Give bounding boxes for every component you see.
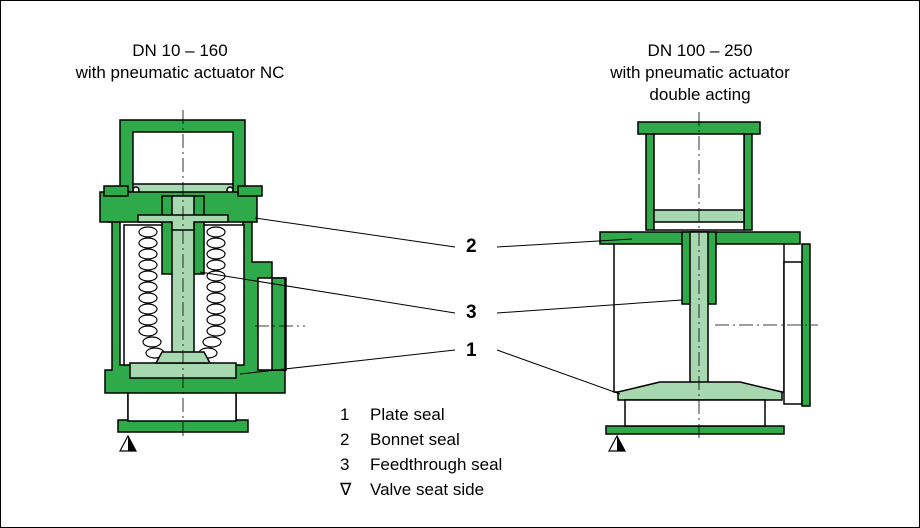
left-port-flange bbox=[271, 277, 286, 371]
left-seat-opening bbox=[127, 392, 237, 422]
legend-item: 1 Plate seal bbox=[340, 402, 502, 427]
legend-text: Plate seal bbox=[370, 405, 445, 424]
legend-item: ∇ Valve seat side bbox=[340, 477, 502, 502]
right-seat-opening bbox=[624, 399, 766, 427]
leader-2-left bbox=[254, 217, 456, 248]
legend-item: 3 Feedthrough seal bbox=[340, 452, 502, 477]
leader-lines bbox=[199, 217, 683, 395]
left-title-line1: DN 10 – 160 bbox=[132, 41, 228, 60]
leader-1-right bbox=[496, 349, 621, 395]
leader-2-right bbox=[496, 238, 633, 248]
leader-3-left bbox=[199, 271, 456, 314]
legend: 1 Plate seal 2 Bonnet seal 3 Feedthrough… bbox=[340, 402, 502, 502]
right-side-port bbox=[783, 261, 803, 405]
legend-key: 2 bbox=[340, 430, 350, 449]
right-title-line2: with pneumatic actuator bbox=[610, 63, 790, 82]
legend-text: Bonnet seal bbox=[370, 430, 460, 449]
left-stem-crossbar bbox=[137, 214, 229, 231]
legend-key: 3 bbox=[340, 455, 350, 474]
legend-key: 1 bbox=[340, 405, 350, 424]
callout-3: 3 bbox=[466, 302, 477, 323]
valve-seat-triangle-icon bbox=[608, 434, 626, 452]
leader-1-left bbox=[239, 349, 456, 375]
legend-text: Valve seat side bbox=[370, 480, 485, 499]
left-spring-coils bbox=[138, 226, 226, 359]
right-seat-flange bbox=[605, 425, 785, 435]
left-bonnet-step bbox=[103, 185, 129, 197]
legend-text: Feedthrough seal bbox=[370, 455, 503, 474]
valve-seat-triangle-icon bbox=[119, 434, 137, 452]
right-valve-plate bbox=[617, 381, 783, 401]
right-valve bbox=[599, 121, 811, 435]
right-actuator-wall-r bbox=[743, 133, 753, 231]
left-bonnet-step-r bbox=[237, 185, 263, 197]
callout-1: 1 bbox=[466, 340, 477, 361]
legend-item: 2 Bonnet seal bbox=[340, 427, 502, 452]
right-actuator-wall-l bbox=[645, 133, 655, 231]
left-valve-body bbox=[104, 221, 286, 433]
right-title-line3: double acting bbox=[649, 85, 751, 104]
callout-2: 2 bbox=[466, 236, 477, 257]
left-valve bbox=[99, 119, 287, 433]
right-title-line1: DN 100 – 250 bbox=[647, 41, 753, 60]
leader-3-right bbox=[496, 299, 683, 314]
right-valve-title: DN 100 – 250 with pneumatic actuator dou… bbox=[560, 40, 840, 106]
left-valve-title: DN 10 – 160 with pneumatic actuator NC bbox=[30, 40, 330, 84]
legend-key: ∇ bbox=[340, 480, 352, 499]
left-title-line2: with pneumatic actuator NC bbox=[75, 63, 285, 82]
